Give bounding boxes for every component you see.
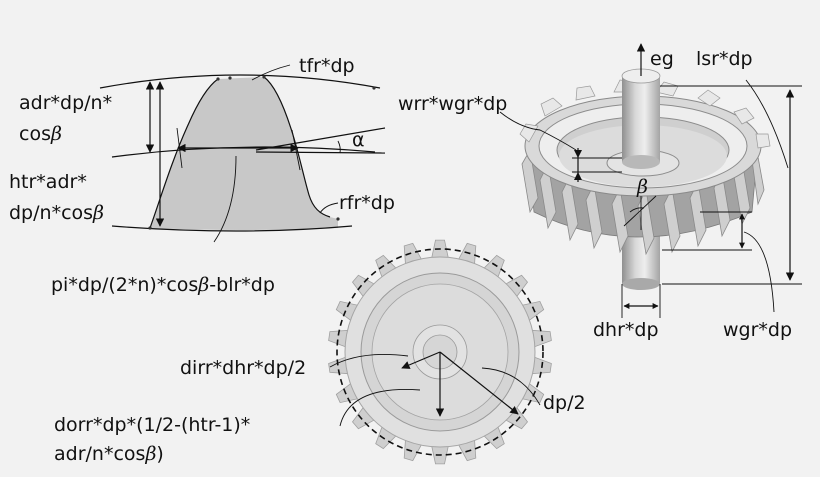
dedendum-circle-arc	[111, 225, 353, 232]
outer-radius-leader	[339, 389, 421, 427]
pressure-angle-label: α	[352, 129, 365, 151]
tip-face-label: tfr*dp	[299, 55, 355, 77]
pitch-radius-label: dp/2	[543, 392, 586, 414]
helix-angle-arc	[629, 207, 645, 213]
pressure-angle-arc	[337, 140, 341, 154]
inner-radius-label: dirr*dhr*dp/2	[180, 357, 306, 379]
shaft-length-leader	[745, 79, 789, 169]
root-fillet-label: rfr*dp	[339, 192, 395, 214]
addendum-label-line1: adr*dp/n*	[19, 92, 112, 114]
tooth-profile	[99, 64, 386, 243]
outer-radius-label-line1: dorr*dp*(1/2-(htr-1)*	[54, 414, 250, 436]
addendum-label-line2: cosβ	[19, 123, 62, 145]
pitch-radius-arrow	[439, 351, 519, 415]
hub-diameter-label: dhr*dp	[593, 319, 659, 341]
web-recess-arrow-top	[574, 150, 582, 158]
shaft-length-label: lsr*dp	[696, 48, 753, 70]
pitch-radius-leader	[481, 367, 541, 406]
web-recess-label: wrr*wgr*dp	[398, 93, 507, 115]
tooth-shape	[150, 77, 338, 230]
inner-radius-arrow	[401, 351, 441, 369]
helix-angle-label: β	[636, 176, 648, 198]
gear-width-label: wgr*dp	[723, 319, 792, 341]
root-fillet-leader	[319, 202, 339, 214]
gear-width-leader	[743, 231, 775, 313]
total-height-label-line2: dp/n*cosβ	[9, 202, 104, 224]
front-pitch-circle	[336, 248, 544, 456]
inner-radius-leader	[329, 354, 409, 368]
axis-label: eg	[650, 48, 674, 70]
total-height-label-line1: htr*adr*	[9, 171, 87, 193]
profile-control-points	[148, 75, 376, 230]
web-recess-leader	[499, 111, 577, 151]
gear-3d	[499, 43, 802, 318]
addendum-circle-arc	[99, 74, 381, 89]
shaft-top	[621, 68, 661, 169]
tooth-thickness-label: pi*dp/(2*n)*cosβ-blr*dp	[51, 274, 275, 296]
outer-radius-label-line2: adr/n*cosβ)	[54, 443, 164, 465]
helix-tooth-line	[623, 195, 657, 227]
web-recess-arrow-bottom	[574, 172, 582, 180]
gear-front-view	[328, 239, 552, 465]
tip-face-leader	[251, 64, 291, 81]
tooth-thickness-leader	[213, 155, 237, 243]
tooth-right-flank	[263, 76, 331, 218]
